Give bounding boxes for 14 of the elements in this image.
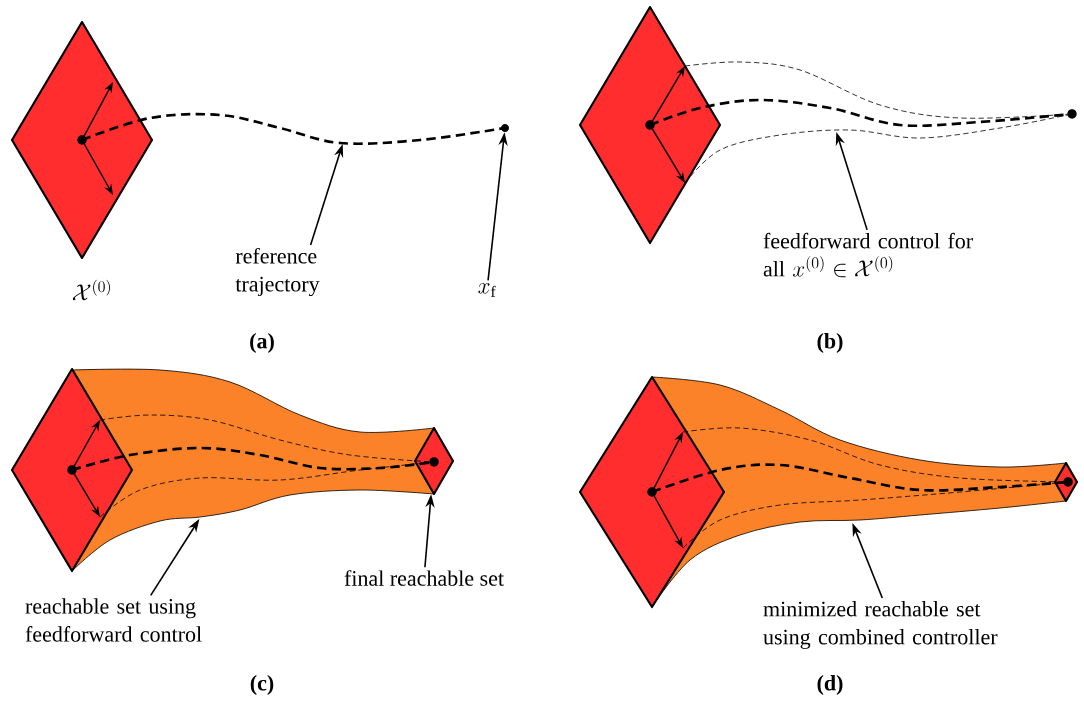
annotation-text: final reachable set — [344, 570, 504, 586]
annotation-text: reference trajectory — [235, 247, 320, 297]
panel-caption: (b) — [817, 333, 843, 353]
annotation-text: minimized reachable set using combined controller — [763, 601, 998, 649]
annotation-text: reachable set using feedforward control — [25, 598, 202, 642]
set-diamond — [578, 375, 726, 609]
set-label: $\mathcal{X}^{(0)}$ — [72, 279, 110, 301]
panel-caption: (c) — [250, 675, 274, 695]
set-diamond — [10, 367, 134, 573]
set-diamond — [578, 5, 722, 245]
set-diamond — [413, 426, 455, 496]
panel-caption: (d) — [817, 675, 843, 695]
annotation-text: $x_{\mathrm{f}}$ — [478, 283, 496, 297]
annotation-text: feedforward control for all $x^{(0)} \in \mathcal{X}^{(0)}$ — [763, 232, 973, 278]
